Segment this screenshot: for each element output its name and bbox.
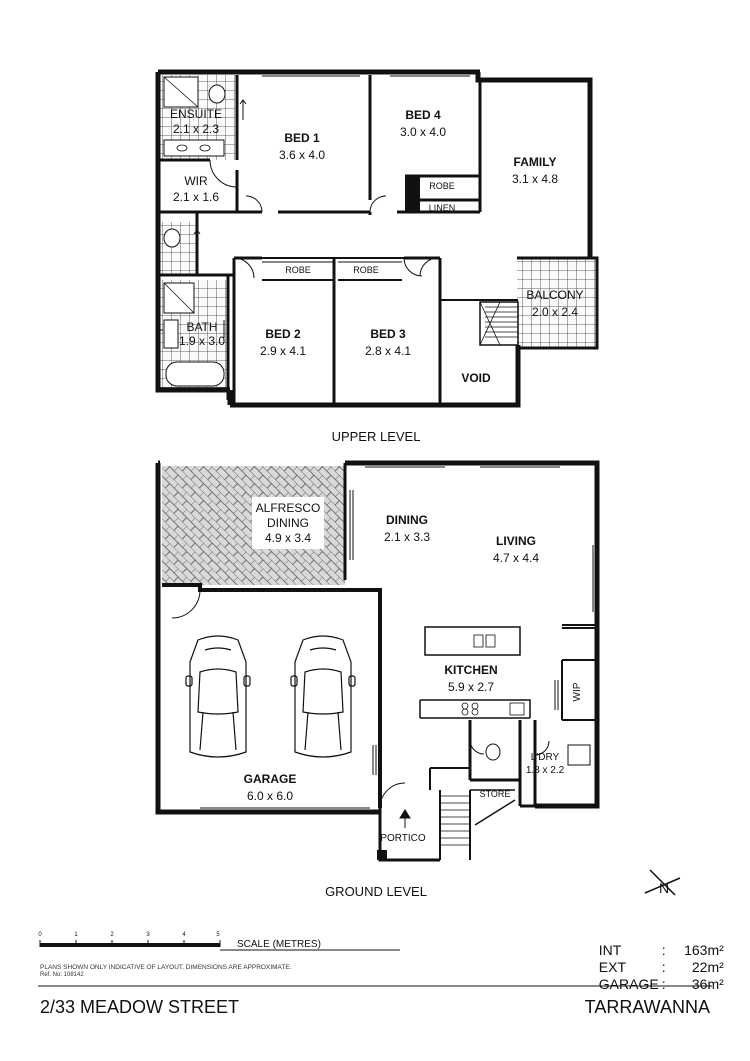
room-dims-bath: 1.9 x 3.0	[179, 334, 225, 348]
car-right	[290, 635, 356, 758]
room-name-alfresco-dining: DINING	[267, 516, 309, 530]
room-name-bed-1: BED 1	[284, 131, 320, 145]
area-row-ext: EXT:22m²	[598, 959, 724, 975]
room-name-ensuite: ENSUITE	[170, 107, 222, 121]
room-dims-bed-3: 2.8 x 4.1	[365, 344, 411, 358]
room-dims-bed-4: 3.0 x 4.0	[400, 125, 446, 139]
compass-label: N	[659, 880, 669, 896]
ground-level-plan	[155, 460, 600, 862]
room-dims-garage: 6.0 x 6.0	[247, 789, 293, 803]
room-dims-dining: 2.1 x 3.3	[384, 530, 430, 544]
area-value-int: 163m²	[684, 942, 724, 958]
room-dims-bed-1: 3.6 x 4.0	[279, 148, 325, 162]
area-label-ext: EXT	[598, 959, 627, 975]
scale-bar: 0 1 2 3 4 5 SCALE (METRES)	[38, 932, 400, 951]
room-name-garage: GARAGE	[244, 772, 297, 786]
room-name-wir: WIR	[184, 174, 208, 188]
room-dims-bed-2: 2.9 x 4.1	[260, 344, 306, 358]
fixture-robe-bed-2: ROBE	[285, 265, 311, 275]
room-name-living: LIVING	[496, 534, 536, 548]
room-name-store: STORE	[480, 789, 511, 799]
room-name-wip: WIP	[572, 682, 583, 701]
room-name-void: VOID	[461, 371, 491, 385]
room-dims-laundry: 1.8 x 2.2	[526, 765, 565, 776]
room-dims-living: 4.7 x 4.4	[493, 551, 539, 565]
room-name-balcony: BALCONY	[526, 288, 583, 302]
area-row-garage: GARAGE:36m²	[598, 976, 724, 992]
room-dims-wir: 2.1 x 1.6	[173, 190, 219, 204]
ground-level-label: GROUND LEVEL	[325, 884, 427, 899]
area-label-garage: GARAGE	[598, 976, 659, 992]
property-address: 2/33 MEADOW STREET	[40, 997, 240, 1017]
room-dims-balcony: 2.0 x 2.4	[532, 305, 578, 319]
scale-tick-2: 2	[110, 932, 114, 938]
upper-level-label: UPPER LEVEL	[332, 429, 421, 444]
upper-level-labels: ENSUITE 2.1 x 2.3 BED 1 3.6 x 4.0 BED 4 …	[170, 107, 584, 444]
area-value-ext: 22m²	[691, 959, 724, 975]
room-dims-kitchen: 5.9 x 2.7	[448, 680, 494, 694]
scale-tick-1: 1	[74, 932, 78, 938]
area-row-int: INT:163m²	[598, 942, 724, 958]
room-name-family: FAMILY	[514, 155, 557, 169]
fixture-linen: LINEN	[429, 203, 456, 213]
fixture-robe-bed-3: ROBE	[353, 265, 379, 275]
room-name-bed-2: BED 2	[265, 327, 301, 341]
property-suburb: TARRAWANNA	[584, 997, 710, 1017]
area-label-int: INT	[598, 942, 622, 958]
upper-level-plan	[155, 69, 599, 408]
ground-level-labels: ALFRESCO DINING 4.9 x 3.4 DINING 2.1 x 3…	[244, 497, 583, 899]
disclaimer: PLANS SHOWN ONLY INDICATIVE OF LAYOUT. D…	[40, 964, 292, 971]
room-dims-alfresco: 4.9 x 3.4	[265, 531, 311, 545]
room-name-portico: PORTICO	[380, 833, 426, 844]
room-name-bath: BATH	[186, 320, 217, 334]
fixture-robe-bed-4: ROBE	[429, 181, 455, 191]
room-name-dining: DINING	[386, 513, 428, 527]
north-arrow-icon: N	[644, 869, 681, 896]
room-name-kitchen: KITCHEN	[444, 663, 497, 677]
room-dims-family: 3.1 x 4.8	[512, 172, 558, 186]
reference-number: Ref. No: 108142	[40, 972, 84, 978]
area-value-garage: 36m²	[691, 976, 724, 992]
scale-tick-4: 4	[182, 932, 186, 938]
scale-tick-3: 3	[146, 932, 150, 938]
scale-tick-5: 5	[216, 932, 220, 938]
car-left	[185, 635, 251, 758]
room-name-alfresco: ALFRESCO	[256, 501, 321, 515]
room-name-laundry: L'DRY	[531, 752, 560, 763]
scale-tick-0: 0	[38, 932, 42, 938]
room-dims-ensuite: 2.1 x 2.3	[173, 122, 219, 136]
room-name-bed-3: BED 3	[370, 327, 406, 341]
room-name-bed-4: BED 4	[405, 108, 441, 122]
scale-label: SCALE (METRES)	[237, 939, 321, 950]
